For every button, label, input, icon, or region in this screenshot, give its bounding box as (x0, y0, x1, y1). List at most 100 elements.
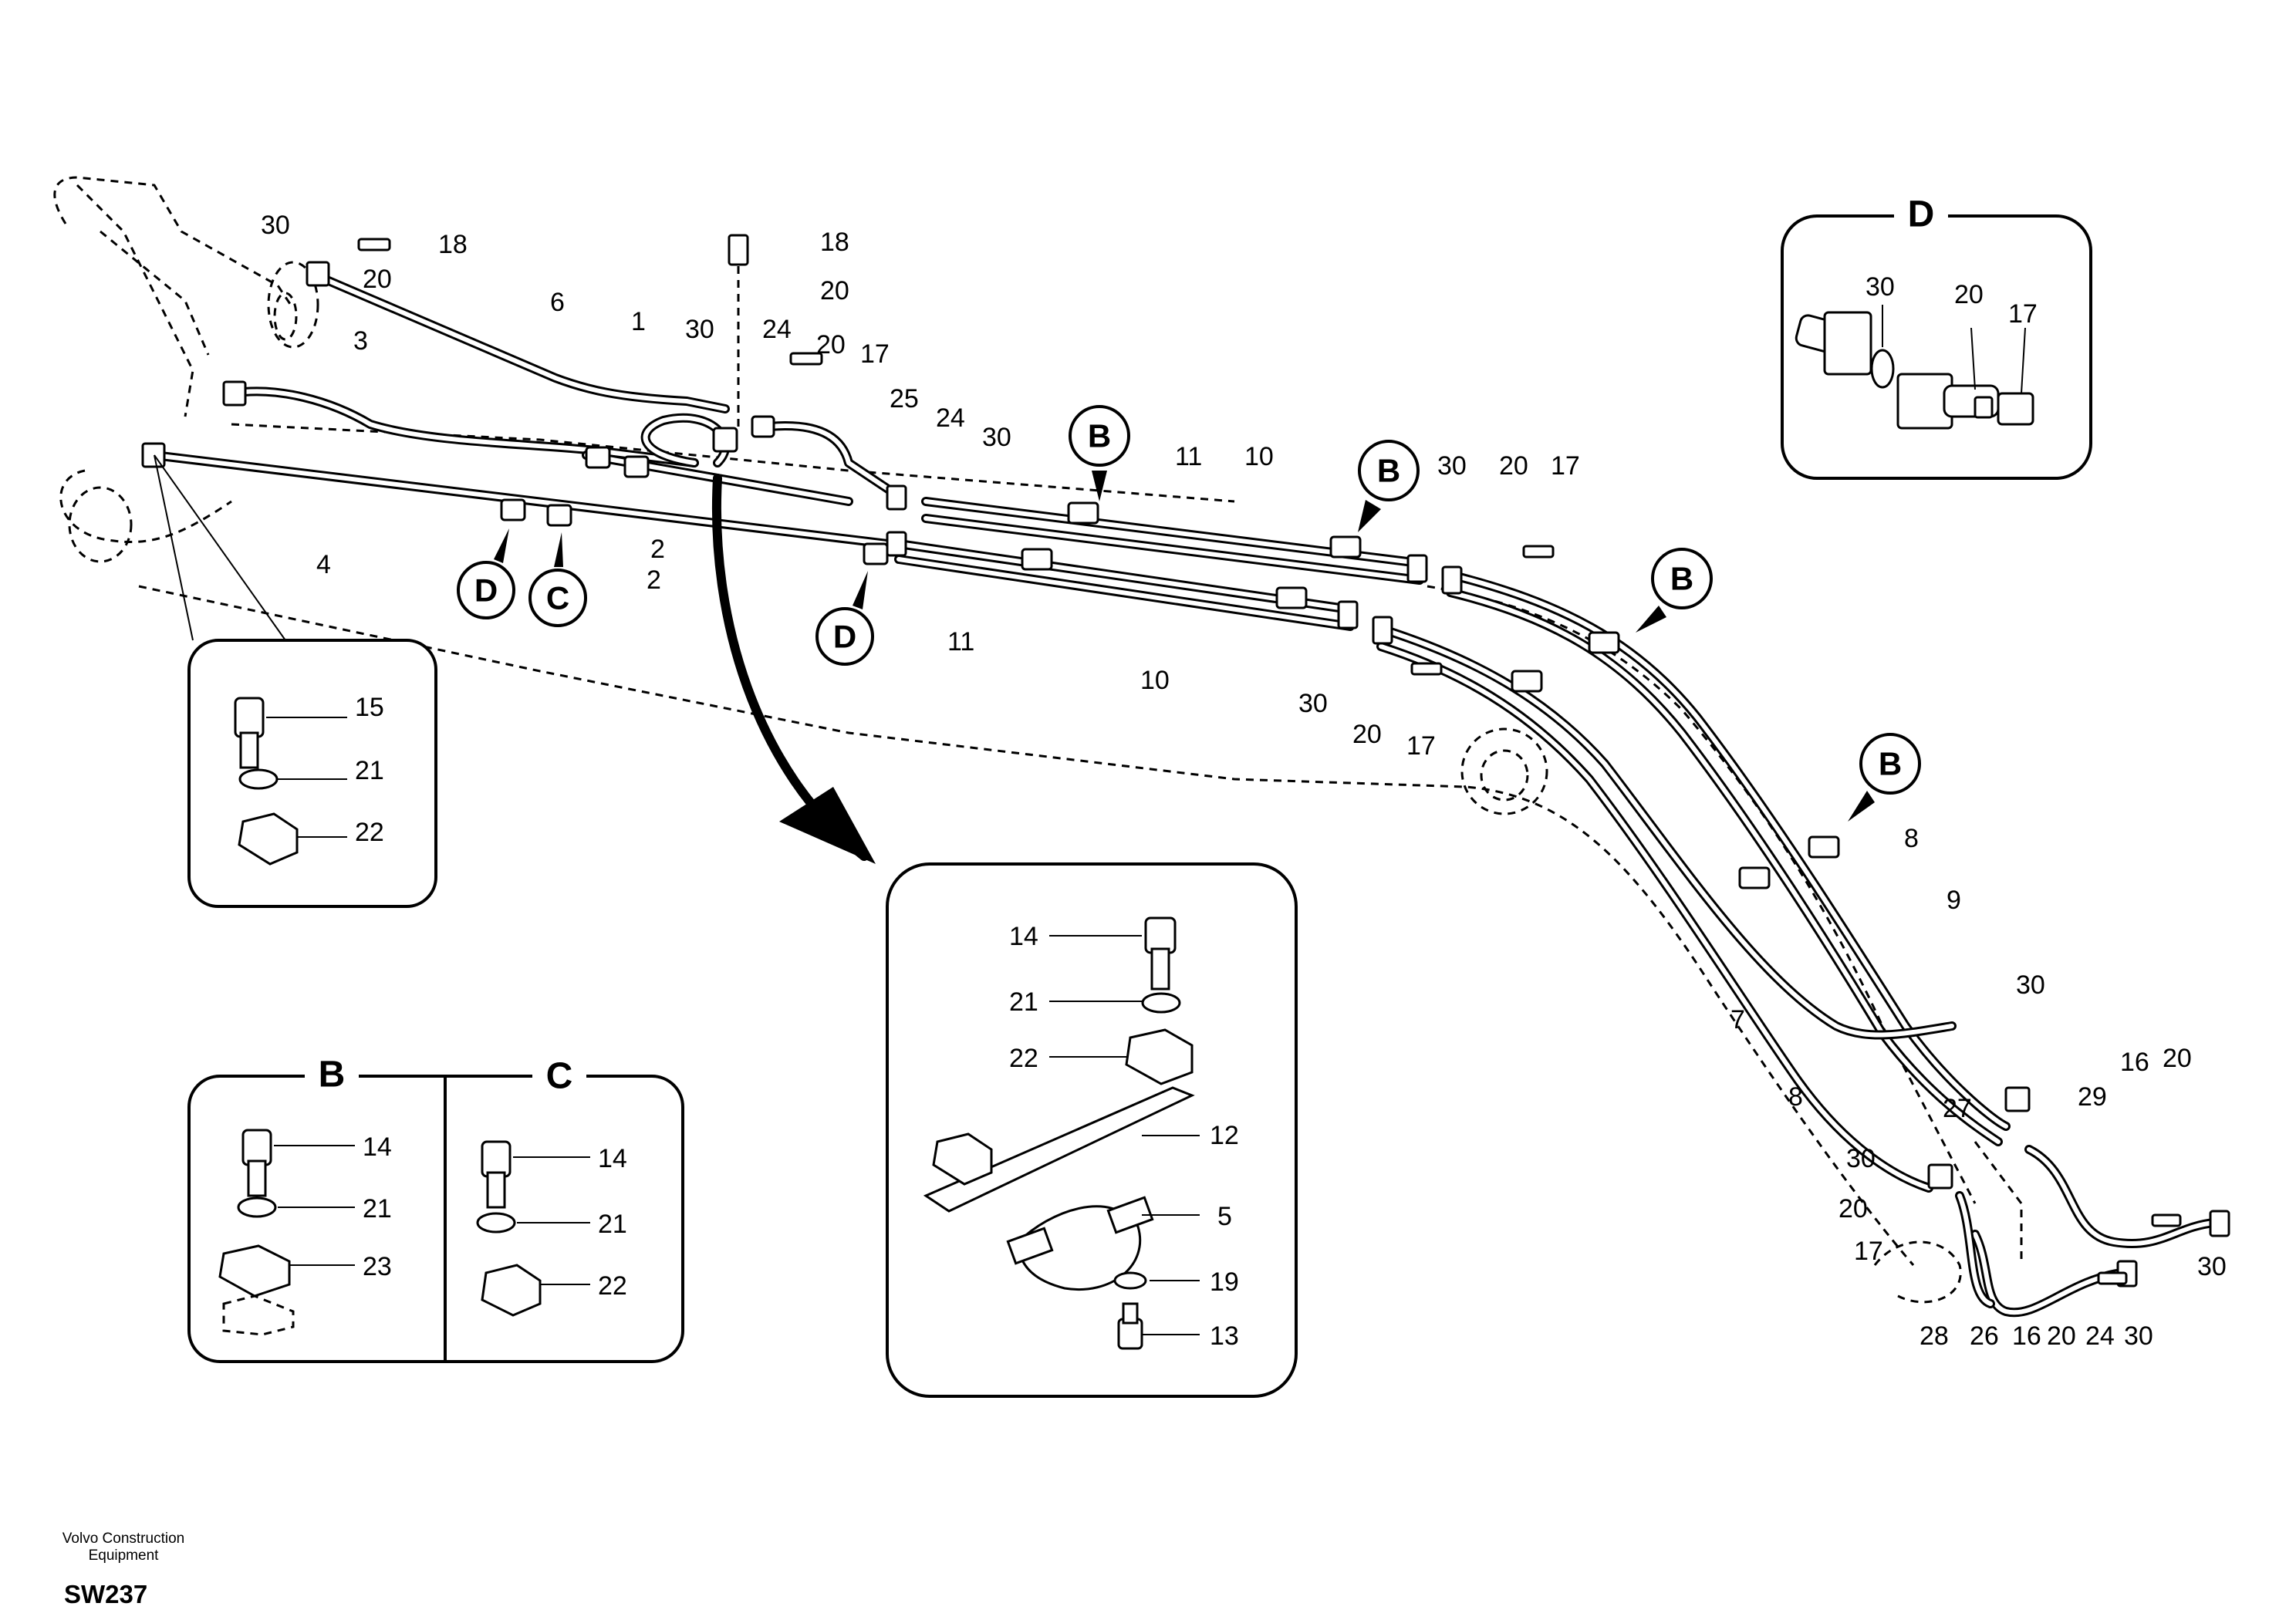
label-3: 3 (353, 326, 368, 356)
svg-text:B: B (1377, 453, 1400, 489)
label-11-b: 11 (947, 627, 974, 656)
inset-leader-left-a (154, 454, 194, 641)
part-labels-main: 30 18 20 18 20 6 3 1 30 24 20 17 25 24 3… (261, 211, 2227, 1351)
label-8-b: 8 (1788, 1082, 1803, 1112)
label-cc-22: 22 (598, 1271, 627, 1301)
manufacturer-line-2: Equipment (89, 1547, 160, 1564)
label-30-f: 30 (2016, 970, 2045, 1000)
hydraulic-pipes (150, 269, 2219, 1318)
callout-d-2: D (815, 571, 874, 666)
part-labels-d-inset: 30 20 17 (1866, 272, 2038, 329)
label-8-a: 8 (1904, 824, 1919, 853)
label-6: 6 (550, 288, 565, 317)
svg-text:B: B (1088, 418, 1111, 454)
inset-leader-left-b (154, 454, 286, 641)
label-20-e: 20 (1352, 720, 1382, 749)
label-2-a: 2 (650, 535, 665, 564)
label-20-c: 20 (816, 330, 846, 359)
label-27: 27 (1943, 1094, 1972, 1123)
label-b-23: 23 (363, 1252, 392, 1281)
manufacturer-line-1: Volvo Construction (62, 1531, 184, 1547)
label-d-17: 17 (2008, 299, 2038, 329)
label-cc-14: 14 (598, 1144, 627, 1173)
label-20-g: 20 (1838, 1194, 1868, 1223)
pipe-clamps (141, 234, 2230, 1288)
inset-clamp-parts-left (187, 639, 437, 908)
label-24-b: 24 (936, 403, 965, 433)
label-25: 25 (890, 384, 919, 413)
label-21-a: 21 (355, 756, 384, 785)
label-b-21: 21 (363, 1194, 392, 1223)
callout-c: C (528, 532, 587, 627)
label-20-b: 20 (820, 276, 849, 305)
label-20-d: 20 (1499, 451, 1528, 481)
part-labels-left-inset: 15 21 22 (355, 693, 384, 847)
label-d-20: 20 (1954, 280, 1984, 309)
svg-text:D: D (833, 619, 856, 655)
label-30-d: 30 (1437, 451, 1467, 481)
svg-text:C: C (546, 1056, 573, 1097)
label-c-5: 5 (1217, 1202, 1232, 1231)
label-18-a: 18 (438, 230, 468, 259)
label-30-b: 30 (685, 315, 714, 344)
label-30-i: 30 (2124, 1321, 2153, 1351)
inset-detail-bc: B C (187, 1055, 684, 1363)
part-labels-bc-inset: 14 21 23 14 21 22 (363, 1132, 627, 1301)
label-cc-21: 21 (598, 1210, 627, 1239)
label-4: 4 (316, 550, 331, 579)
label-17-a: 17 (860, 339, 890, 369)
label-18-b: 18 (820, 228, 849, 257)
label-30-c: 30 (982, 423, 1011, 452)
label-c-21: 21 (1009, 987, 1038, 1017)
label-7: 7 (1730, 1005, 1745, 1034)
label-30-h: 30 (2197, 1252, 2227, 1281)
part-labels-center-inset: 14 21 22 12 5 19 13 (1009, 922, 1239, 1351)
label-29: 29 (2078, 1082, 2107, 1112)
label-20-f: 20 (2163, 1044, 2192, 1073)
callout-d-1: D (457, 528, 515, 619)
label-17-b: 17 (1551, 451, 1580, 481)
label-c-14: 14 (1009, 922, 1038, 951)
inset-detail-d: D (1781, 194, 2092, 480)
label-2-b: 2 (647, 565, 661, 595)
label-30-e: 30 (1298, 689, 1328, 718)
label-24-c: 24 (2085, 1321, 2115, 1351)
svg-text:C: C (546, 580, 569, 616)
label-11-a: 11 (1175, 442, 1202, 471)
callout-b-1: B (1069, 405, 1130, 501)
svg-text:D: D (1908, 194, 1935, 235)
label-1: 1 (631, 307, 646, 336)
label-c-22: 22 (1009, 1044, 1038, 1073)
callout-b-2: B (1358, 440, 1420, 532)
label-d-30: 30 (1866, 272, 1895, 302)
label-c-19: 19 (1210, 1267, 1239, 1297)
label-30-g: 30 (1846, 1144, 1876, 1173)
drawing-code: SW237 (64, 1580, 147, 1608)
label-17-c: 17 (1406, 731, 1436, 761)
label-22-a: 22 (355, 818, 384, 847)
label-10-a: 10 (1244, 442, 1274, 471)
callout-b-3: B (1636, 548, 1713, 633)
label-16-b: 16 (2012, 1321, 2041, 1351)
label-15: 15 (355, 693, 384, 722)
label-10-b: 10 (1140, 666, 1170, 695)
detail-callouts: B B B B D C D (457, 405, 1921, 822)
svg-text:D: D (474, 572, 498, 609)
svg-text:B: B (1879, 746, 1902, 782)
inset-clamp-assembly (886, 862, 1298, 1398)
detail-arrow (779, 787, 876, 864)
label-c-12: 12 (1210, 1121, 1239, 1150)
label-9: 9 (1947, 886, 1961, 915)
label-b-14: 14 (363, 1132, 392, 1162)
label-17-d: 17 (1854, 1237, 1883, 1266)
label-c-13: 13 (1210, 1321, 1239, 1351)
svg-text:B: B (319, 1055, 346, 1095)
label-16-a: 16 (2120, 1048, 2149, 1077)
svg-text:B: B (1670, 561, 1693, 597)
label-30-a: 30 (261, 211, 290, 240)
label-24-a: 24 (762, 315, 792, 344)
label-20-h: 20 (2047, 1321, 2076, 1351)
footer: Volvo Construction Equipment SW237 (62, 1531, 184, 1608)
label-28: 28 (1920, 1321, 1949, 1351)
